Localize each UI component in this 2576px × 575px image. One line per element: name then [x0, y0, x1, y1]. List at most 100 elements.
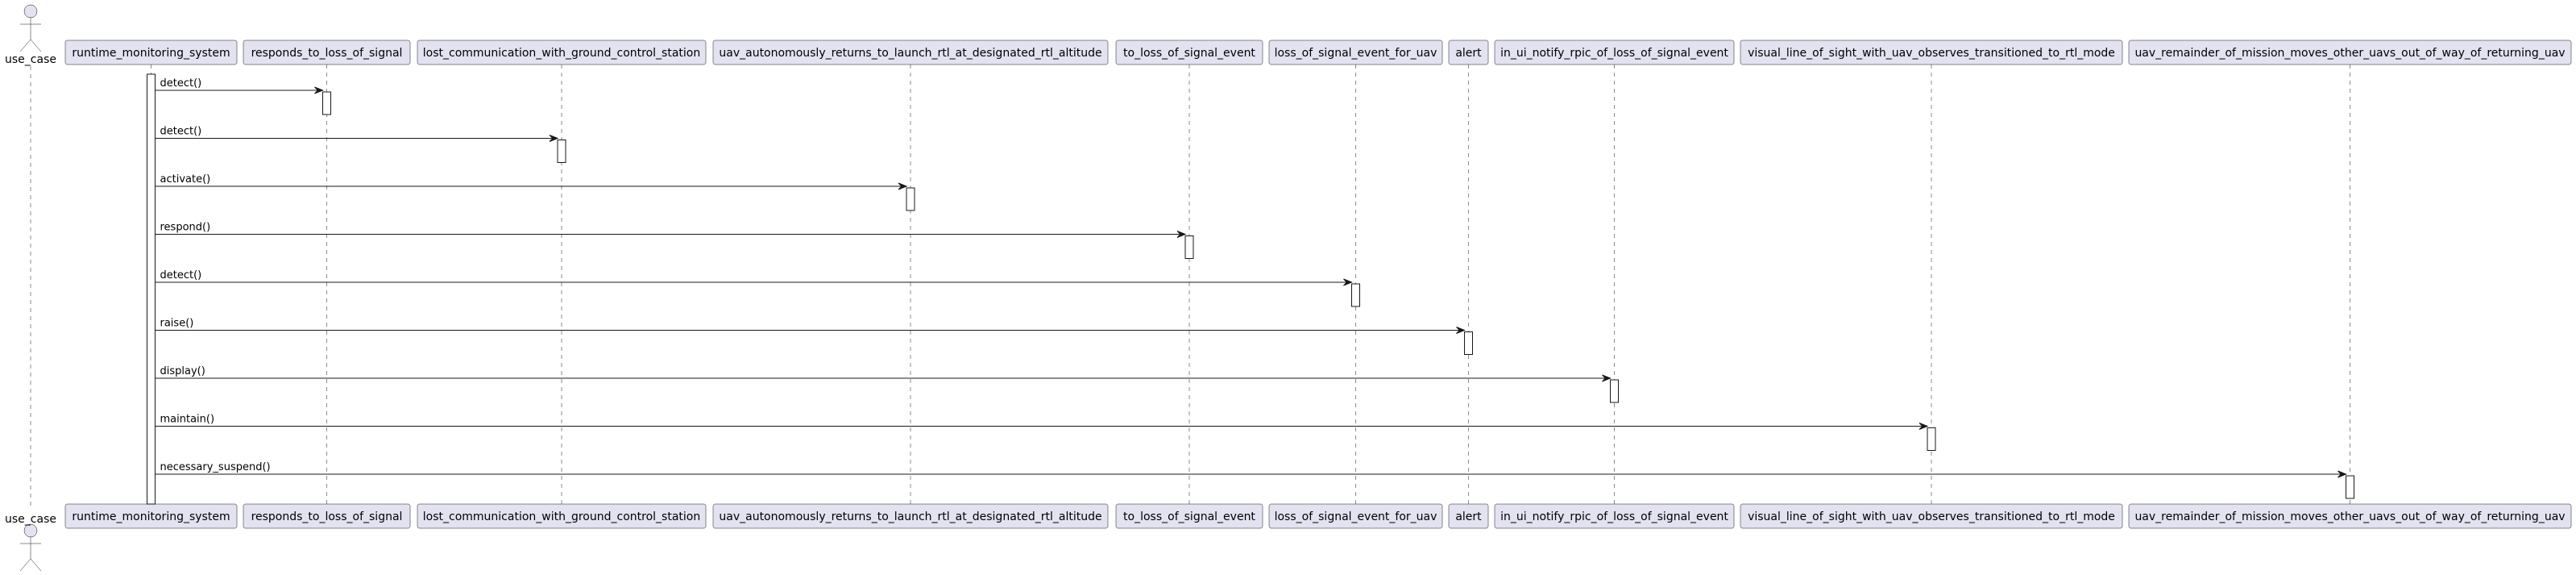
participant-visual-line-of-sight-with-uav-observes-transitioned-to-rtl-mode-bottom: visual_line_of_sight_with_uav_observes_t…: [1740, 503, 2123, 529]
participant-uav-autonomously-returns-to-launch-rtl-at-designated-rtl-altitude-top: uav_autonomously_returns_to_launch_rtl_a…: [712, 40, 1109, 65]
arrowhead-icon: [898, 182, 908, 190]
participant-box: [417, 503, 707, 529]
participant-label: uav_remainder_of_mission_moves_other_uav…: [2134, 510, 2565, 523]
arrowhead-icon: [1919, 423, 1929, 430]
participant-box: [1115, 503, 1263, 529]
message-label: raise(): [160, 318, 194, 330]
message-label: display(): [160, 365, 205, 377]
message-8: maintain(): [155, 414, 1929, 430]
participant-box: [712, 40, 1109, 65]
activation-in-ui-notify-rpic-of-loss-of-signal-event: [1610, 379, 1619, 403]
message-3: activate(): [155, 173, 908, 190]
participant-in-ui-notify-rpic-of-loss-of-signal-event-bottom: in_ui_notify_rpic_of_loss_of_signal_even…: [1494, 503, 1735, 529]
participants-top-row: runtime_monitoring_system responds_to_los…: [64, 40, 2572, 65]
activation-loss-of-signal-event-for-uav: [1351, 283, 1360, 307]
participant-visual-line-of-sight-with-uav-observes-transitioned-to-rtl-mode-top: visual_line_of_sight_with_uav_observes_t…: [1740, 40, 2123, 65]
participant-label: uav_remainder_of_mission_moves_other_uav…: [2134, 47, 2565, 60]
participant-label: loss_of_signal_event_for_uav: [1275, 510, 1437, 523]
activation-uav-autonomously-returns-to-launch-rtl-at-designated-rtl-altitude: [906, 187, 915, 211]
message-label: respond(): [160, 222, 211, 234]
actor-use-case: use_case use_case: [5, 4, 56, 572]
arrowhead-icon: [1456, 327, 1466, 334]
activation-uav-remainder-of-mission-moves-other-uavs-out-of-way-of-returning-uav: [2346, 475, 2354, 499]
participant-alert-bottom: alert: [1448, 503, 1489, 529]
participant-label: in_ui_notify_rpic_of_loss_of_signal_even…: [1500, 47, 1728, 60]
activation-runtime-monitoring-system: [147, 73, 156, 505]
participant-label: visual_line_of_sight_with_uav_observes_t…: [1748, 47, 2115, 60]
participant-label: responds_to_loss_of_signal: [251, 47, 403, 60]
activation-lost-communication-with-ground-control-station: [557, 140, 566, 163]
lifelines: [30, 65, 2350, 508]
participant-box: [1448, 40, 1489, 65]
message-5: detect(): [155, 269, 1353, 286]
message-label: detect(): [160, 77, 202, 90]
participant-in-ui-notify-rpic-of-loss-of-signal-event-top: in_ui_notify_rpic_of_loss_of_signal_even…: [1494, 40, 1735, 65]
arrowhead-icon: [1602, 374, 1612, 382]
message-label: necessary_suspend(): [160, 461, 271, 473]
participant-runtime-monitoring-system-top: runtime_monitoring_system: [64, 40, 238, 65]
participant-box: [712, 503, 1109, 529]
actor-body: [19, 18, 42, 52]
message-6: raise(): [155, 318, 1466, 334]
participant-box: [1740, 40, 2123, 65]
arrowhead-icon: [2337, 470, 2347, 478]
actor-head: [23, 4, 38, 19]
participant-uav-remainder-of-mission-moves-other-uavs-out-of-way-of-returning-uav-bottom: uav_remainder_of_mission_moves_other_uav…: [2128, 503, 2572, 529]
activation-bars: [147, 73, 2354, 505]
actor-label: use_case: [5, 53, 56, 66]
participant-label: visual_line_of_sight_with_uav_observes_t…: [1748, 510, 2115, 523]
arrowhead-icon: [1176, 231, 1187, 238]
arrowhead-icon: [314, 86, 324, 94]
participant-to-loss-of-signal-event-top: to_loss_of_signal_event: [1115, 40, 1263, 65]
participant-uav-remainder-of-mission-moves-other-uavs-out-of-way-of-returning-uav-top: uav_remainder_of_mission_moves_other_uav…: [2128, 40, 2572, 65]
participant-label: to_loss_of_signal_event: [1123, 47, 1255, 60]
participant-box: [1268, 503, 1443, 529]
message-label: activate(): [160, 173, 211, 185]
message-4: respond(): [155, 222, 1187, 238]
actor-label: use_case: [5, 513, 56, 526]
participant-lost-communication-with-ground-control-station-bottom: lost_communication_with_ground_control_s…: [417, 503, 707, 529]
participant-box: [1448, 503, 1489, 529]
participant-box: [417, 40, 707, 65]
activation-to-loss-of-signal-event: [1184, 235, 1194, 259]
participant-label: loss_of_signal_event_for_uav: [1275, 47, 1437, 60]
participant-runtime-monitoring-system-bottom: runtime_monitoring_system: [64, 503, 238, 529]
participant-label: alert: [1455, 510, 1482, 523]
message-2: detect(): [155, 126, 559, 142]
participant-to-loss-of-signal-event-bottom: to_loss_of_signal_event: [1115, 503, 1263, 529]
participant-uav-autonomously-returns-to-launch-rtl-at-designated-rtl-altitude-bottom: uav_autonomously_returns_to_launch_rtl_a…: [712, 503, 1109, 529]
actor-head: [23, 523, 38, 538]
participant-box: [64, 40, 238, 65]
participant-label: responds_to_loss_of_signal: [251, 510, 403, 523]
participant-box: [243, 40, 411, 65]
message-9: necessary_suspend(): [155, 461, 2347, 478]
participant-box: [2128, 503, 2572, 529]
messages: detect() detect() activate() respond() detec…: [155, 77, 2347, 478]
participant-box: [1740, 503, 2123, 529]
actor-figure-bottom: use_case: [5, 513, 56, 572]
participant-loss-of-signal-event-for-uav-top: loss_of_signal_event_for_uav: [1268, 40, 1443, 65]
participant-box: [1268, 40, 1443, 65]
arrowhead-icon: [1343, 278, 1353, 286]
participant-responds-to-loss-of-signal-top: responds_to_loss_of_signal: [243, 40, 411, 65]
participant-responds-to-loss-of-signal-bottom: responds_to_loss_of_signal: [243, 503, 411, 529]
participant-box: [2128, 40, 2572, 65]
participant-box: [1494, 503, 1735, 529]
activation-alert: [1464, 331, 1473, 355]
message-1: detect(): [155, 77, 324, 94]
participant-label: lost_communication_with_ground_control_s…: [423, 47, 700, 60]
participant-label: uav_autonomously_returns_to_launch_rtl_a…: [719, 47, 1101, 60]
participant-label: runtime_monitoring_system: [72, 47, 230, 60]
participant-box: [1115, 40, 1263, 65]
participant-box: [1494, 40, 1735, 65]
participant-box: [243, 503, 411, 529]
participant-label: to_loss_of_signal_event: [1123, 510, 1255, 523]
actor-body: [19, 537, 42, 572]
participant-label: in_ui_notify_rpic_of_loss_of_signal_even…: [1500, 510, 1728, 523]
message-7: display(): [155, 365, 1612, 382]
participant-alert-top: alert: [1448, 40, 1489, 65]
message-label: detect(): [160, 269, 202, 281]
arrowhead-icon: [549, 135, 559, 142]
message-label: maintain(): [160, 414, 215, 426]
